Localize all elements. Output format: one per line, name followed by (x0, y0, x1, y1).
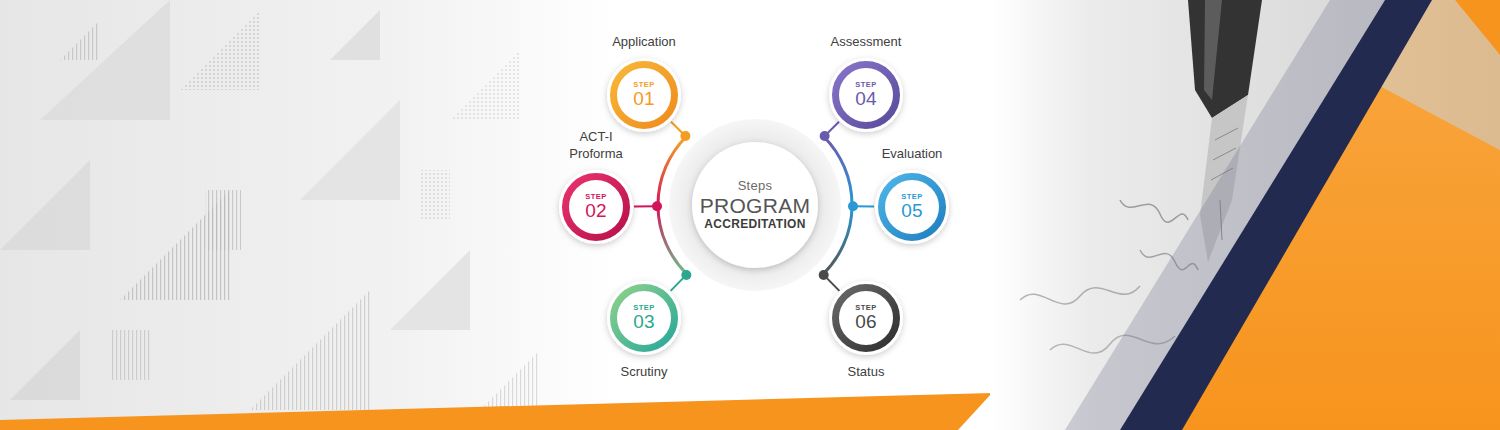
connector-group (671, 122, 690, 141)
step-circle: STEP05Evaluation (874, 169, 950, 245)
hub-disc (692, 142, 818, 268)
text-stack: STEP06 (828, 280, 904, 356)
ring-dot (848, 201, 858, 211)
photo-ground (990, 0, 1500, 430)
orange-corner (1455, 0, 1500, 55)
hub-circle: StepsPROGRAMACCREDITATION (657, 107, 853, 303)
connector-group (634, 201, 662, 211)
pattern-bars (110, 330, 150, 380)
text-stack: STEP05 (874, 169, 950, 245)
step-disc (875, 170, 949, 244)
step-label: STEP (633, 303, 655, 312)
pattern-triangle (450, 50, 520, 120)
pattern-triangle (10, 330, 80, 400)
step-ring (836, 288, 897, 349)
navy-stripe (1120, 0, 1432, 430)
pen-barrel (1188, 0, 1262, 118)
step-disc (607, 281, 681, 355)
ring-dot (680, 131, 690, 141)
step-number: 01 (633, 89, 655, 110)
step-ring (614, 65, 675, 126)
pattern-bars (205, 190, 241, 250)
step-disc (559, 170, 633, 244)
step-number: 04 (855, 89, 877, 110)
pattern-ground (0, 0, 620, 430)
step-number: 02 (585, 201, 607, 222)
connector-group (820, 122, 839, 141)
ring-dot (681, 270, 691, 280)
connector-group (819, 270, 840, 291)
step-label: STEP (633, 80, 655, 89)
step-heading: Application (612, 33, 676, 50)
hub-caption: Steps (738, 178, 773, 194)
step-label: STEP (855, 303, 877, 312)
handwriting (1020, 286, 1140, 304)
text-stack: STEP04 (828, 57, 904, 133)
hub-subtitle: ACCREDITATION (704, 217, 805, 232)
orange-band (0, 393, 992, 430)
connector-group (848, 201, 874, 211)
step-number: 06 (855, 312, 877, 333)
step-disc (607, 58, 681, 132)
step-heading: Scrutiny (621, 363, 668, 380)
step-circle: STEP03Scrutiny (606, 280, 682, 356)
step-label: STEP (901, 192, 923, 201)
step-number: 03 (633, 312, 655, 333)
step-heading: Evaluation (882, 145, 943, 162)
step-heading: ACT-I Proforma (564, 128, 628, 162)
step-label: STEP (855, 80, 877, 89)
step-ring (614, 288, 675, 349)
step-circle: STEP02ACT-I Proforma (558, 169, 634, 245)
pattern-dots (420, 170, 450, 220)
step-heading: Assessment (831, 33, 902, 50)
text-stack: STEP01 (606, 57, 682, 133)
step-ring (882, 177, 943, 238)
pattern-triangle (250, 290, 370, 410)
pattern-triangle (300, 100, 400, 200)
ring-dot (652, 201, 662, 211)
text-stack: STEP02 (558, 169, 634, 245)
pattern-triangle (180, 10, 260, 90)
text-stack: StepsPROGRAMACCREDITATION (657, 107, 853, 303)
hub-ring (669, 119, 841, 291)
step-ring (836, 65, 897, 126)
step-circle: STEP06Status (828, 280, 904, 356)
ring-dot (820, 131, 830, 141)
text-stack: STEP03 (606, 280, 682, 356)
step-disc (829, 58, 903, 132)
ring-dot (819, 270, 829, 280)
pattern-triangle (40, 0, 170, 120)
pattern-triangle (390, 250, 470, 330)
handwriting (1120, 200, 1188, 222)
connector-group (671, 270, 692, 291)
step-circle: STEP01Application (606, 57, 682, 133)
step-number: 05 (901, 201, 923, 222)
step-ring (566, 177, 627, 238)
step-label: STEP (585, 192, 607, 201)
step-heading: Status (848, 363, 885, 380)
step-circle: STEP04Assessment (828, 57, 904, 133)
pen-highlight (1204, 0, 1222, 100)
hub-title: PROGRAM (700, 194, 811, 217)
pattern-triangle (0, 160, 90, 250)
step-disc (829, 281, 903, 355)
grey-stripe (1065, 0, 1385, 430)
pattern-triangle (330, 10, 380, 60)
pattern-triangle (60, 20, 100, 60)
